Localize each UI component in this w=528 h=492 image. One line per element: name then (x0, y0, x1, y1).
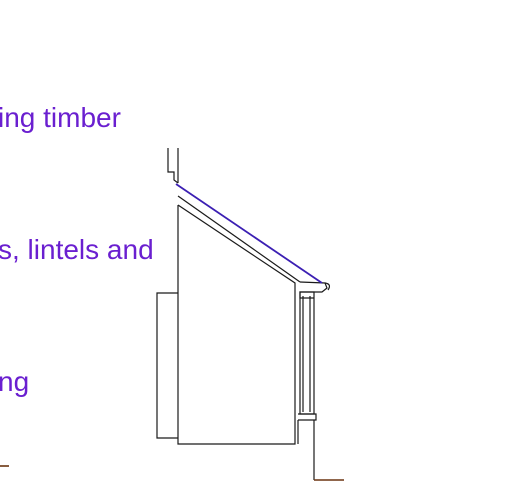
host-wall-flashing (167, 148, 179, 184)
gutter-hook (324, 282, 331, 291)
frame-sill (298, 413, 317, 421)
roof-covering-line (175, 183, 323, 284)
left-block (156, 292, 178, 439)
roof-soffit-line (177, 195, 301, 283)
wall-outline (177, 204, 296, 445)
frame-outer (299, 291, 315, 415)
